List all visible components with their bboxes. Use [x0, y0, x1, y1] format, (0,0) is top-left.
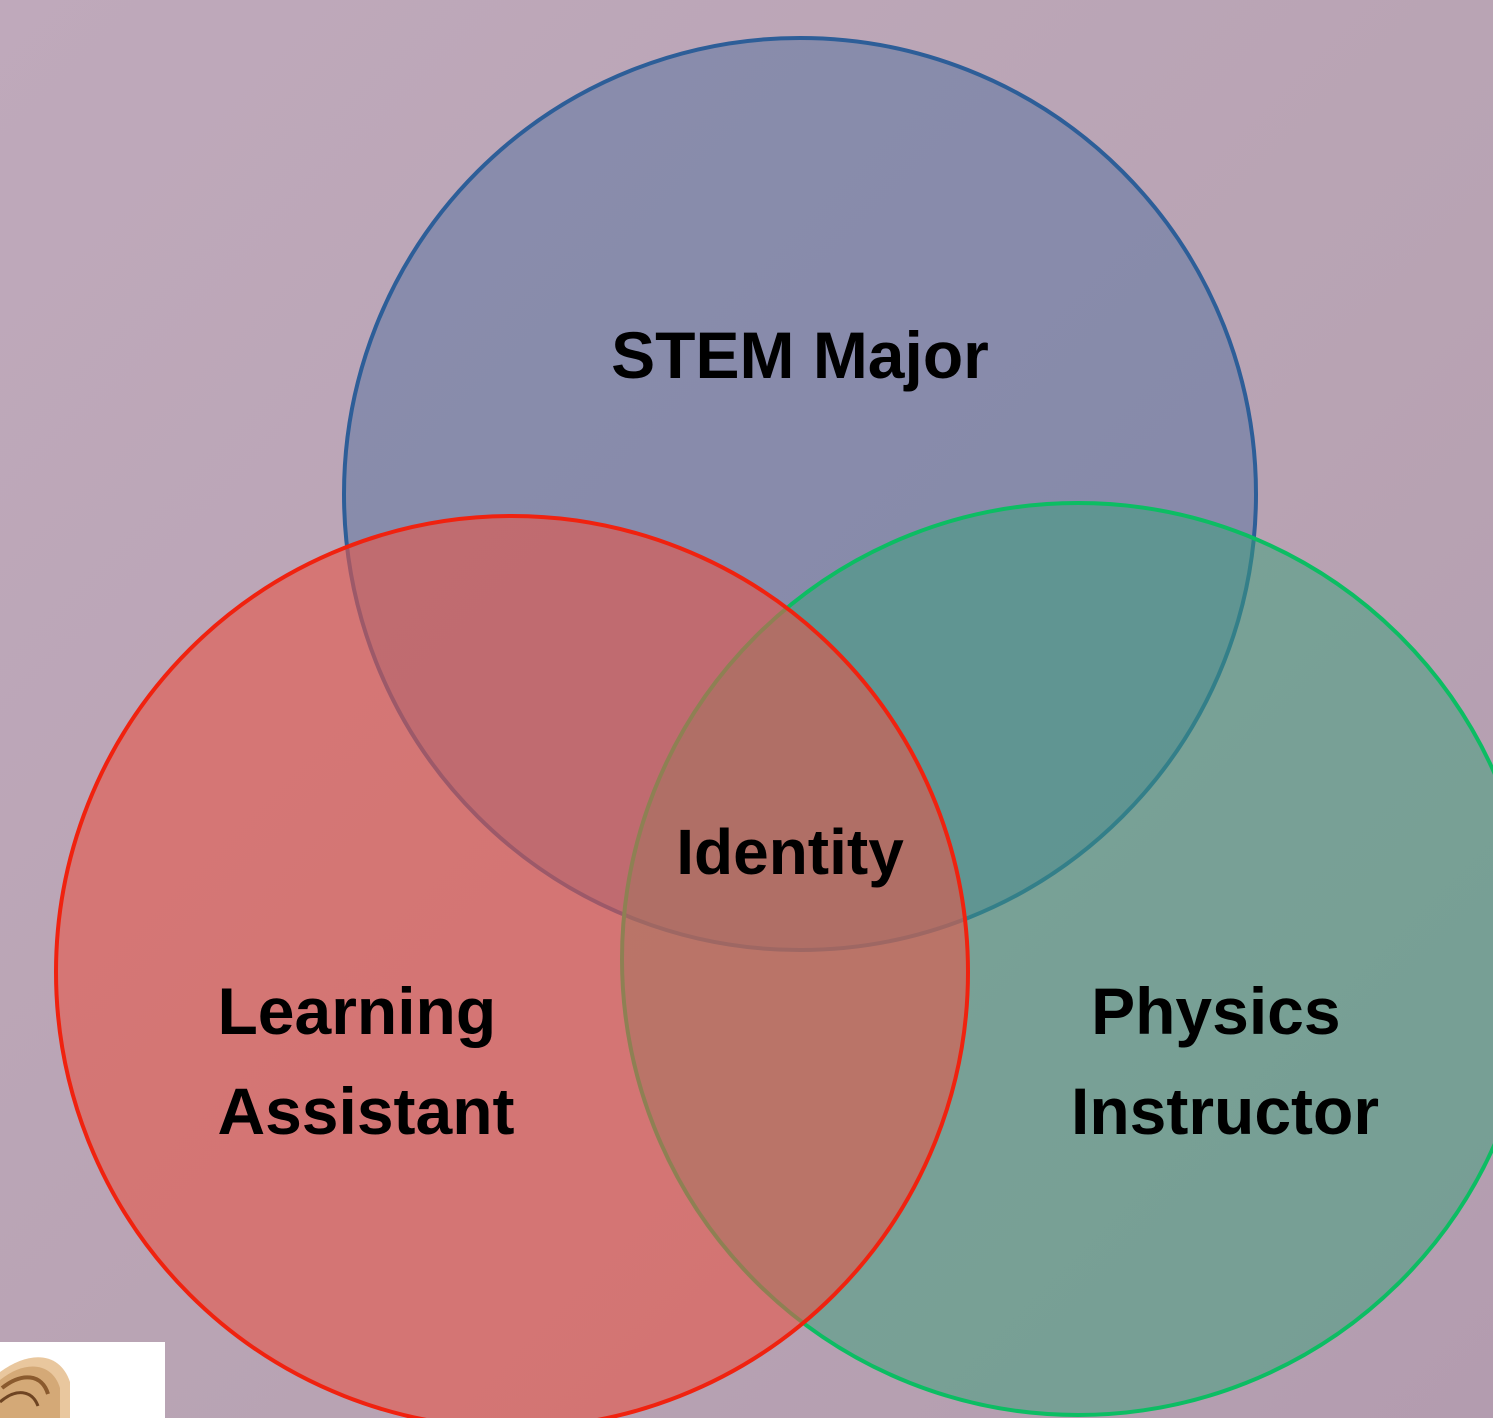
- label-learning-assistant-line-1: Learning: [217, 974, 496, 1048]
- avatar-thumbnail: [0, 1342, 165, 1418]
- label-physics-instructor-line-1: Physics: [1091, 974, 1341, 1048]
- label-learning-assistant-line-2: Assistant: [217, 1074, 514, 1148]
- label-stem-major-line: STEM Major: [611, 318, 989, 392]
- circle-learning-assistant: [54, 514, 970, 1418]
- label-physics-instructor-line-2: Instructor: [1071, 1074, 1379, 1148]
- label-stem-major: STEM Major: [611, 318, 989, 392]
- label-learning-assistant: Learning Assistant: [217, 974, 514, 1148]
- label-physics-instructor: Physics Instructor: [1071, 974, 1379, 1148]
- avatar-image: [0, 1342, 165, 1418]
- label-identity: Identity: [676, 816, 904, 888]
